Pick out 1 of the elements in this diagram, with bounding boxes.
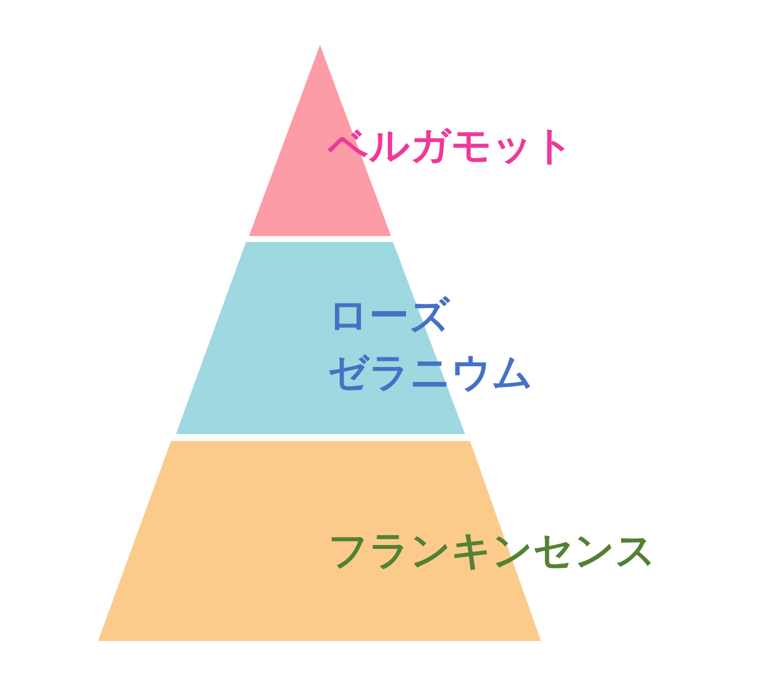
tier-label: ローズ xyxy=(328,292,450,341)
